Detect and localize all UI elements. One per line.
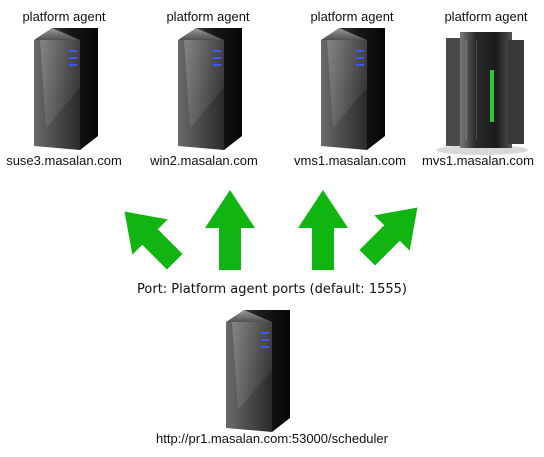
arrow-to-vms1: [298, 190, 348, 270]
host-label-mvs1: mvs1.masalan.com: [422, 153, 534, 168]
mainframe-mvs1: [436, 32, 528, 155]
arrow-to-suse3: [124, 211, 183, 270]
arrow-to-win2: [205, 190, 255, 270]
role-label-vms1: platform agent: [310, 9, 394, 24]
scheduler-url-label: http://pr1.masalan.com:53000/scheduler: [156, 431, 388, 446]
host-label-vms1: vms1.masalan.com: [294, 153, 406, 168]
server-win2: [178, 28, 242, 150]
role-label-win2: platform agent: [166, 9, 250, 24]
host-label-win2: win2.masalan.com: [150, 153, 258, 168]
server-vms1: [321, 28, 385, 150]
role-label-mvs1: platform agent: [444, 9, 528, 24]
role-label-suse3: platform agent: [22, 9, 106, 24]
arrow-to-mvs1: [359, 207, 418, 266]
host-label-suse3: suse3.masalan.com: [6, 153, 122, 168]
server-scheduler: [226, 310, 290, 432]
port-label: Port: Platform agent ports (default: 155…: [137, 282, 407, 297]
server-suse3: [34, 28, 98, 150]
